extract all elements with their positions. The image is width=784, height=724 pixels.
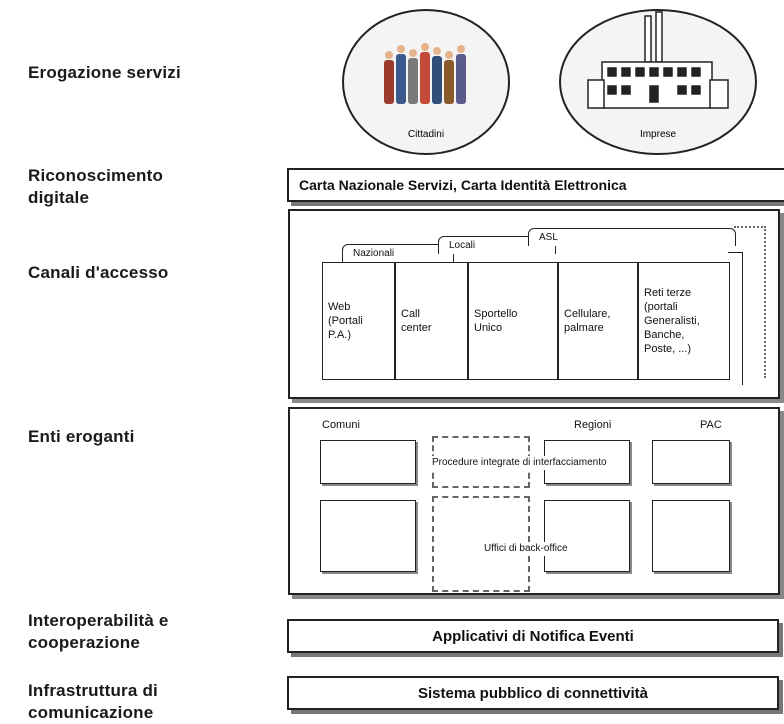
stack-edge [734,226,766,378]
comuni-bottom-box [320,500,416,572]
label-riconoscimento-digitale: Riconoscimento digitale [28,166,164,207]
label-pac: PAC [700,419,722,431]
label-erogazione-servizi: Erogazione servizi [28,63,181,82]
label-interoperabilita: Interoperabilità e cooperazione [28,611,169,652]
stack-back-page [728,252,743,385]
riconoscimento-text: Carta Nazionale Servizi, Carta Identità … [299,177,627,193]
uffici-label: Uffici di back-office [482,542,570,556]
cittadini-label: Cittadini [408,129,444,140]
label-canali-accesso: Canali d'accesso [28,263,169,282]
people-icon [384,43,466,104]
label-regioni: Regioni [574,419,612,431]
channel-web: Web (Portali P.A.) [322,262,395,380]
regioni-bottom-box [544,500,630,572]
label-comuni: Comuni [322,419,360,431]
infra-text: Sistema pubblico di connettività [417,684,649,702]
procedure-label: Procedure integrate di interfacciamento [430,456,609,470]
interop-bar: Applicativi di Notifica Eventi [287,619,779,653]
imprese-label: Imprese [640,129,677,140]
comuni-top-box [320,440,416,484]
service-ovals: Cittadini Imprese [342,9,757,155]
factory-icon [587,11,729,109]
tab-asl: ASL [528,228,736,246]
channel-sportello: Sportello Unico [468,262,558,380]
riconoscimento-bar: Carta Nazionale Servizi, Carta Identità … [287,168,784,202]
channel-reti-terze: Reti terze (portali Generalisti, Banche,… [638,262,730,380]
infra-bar: Sistema pubblico di connettività [287,676,779,710]
label-enti-eroganti: Enti eroganti [28,427,135,446]
channel-cellulare: Cellulare, palmare [558,262,638,380]
label-infrastruttura: Infrastruttura di comunicazione [28,681,158,722]
pac-bottom-box [652,500,730,572]
interop-text: Applicativi di Notifica Eventi [432,627,634,645]
channel-call-center: Call center [395,262,468,380]
pac-top-box [652,440,730,484]
